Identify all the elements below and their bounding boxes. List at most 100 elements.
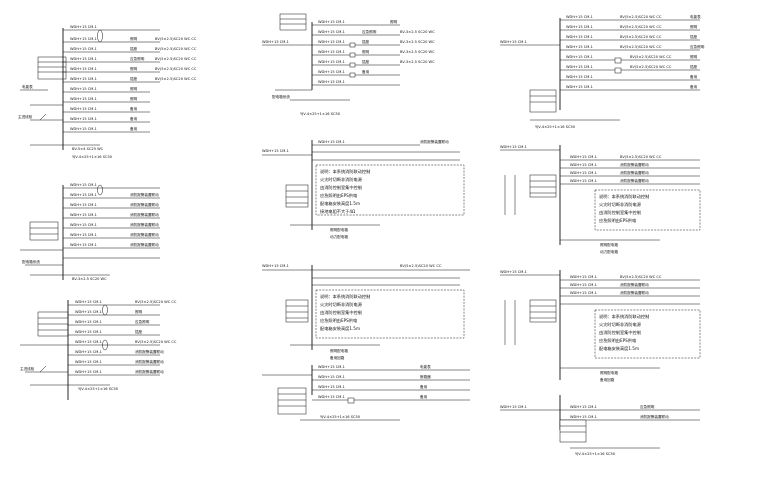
svg-text:BV(5×2.5)SC20 WC CC: BV(5×2.5)SC20 WC CC: [155, 77, 197, 81]
svg-text:WDH+15 CM-1: WDH+15 CM-1: [70, 37, 97, 41]
panel-k: WDH+15 CM-1 WDH+15 CM-1 应急照明 WDH+15 CM-1…: [500, 395, 700, 456]
svg-text:BV(5×2.5)SC20 WC CC: BV(5×2.5)SC20 WC CC: [135, 300, 177, 304]
svg-text:消防报警装置联动: 消防报警装置联动: [640, 414, 669, 419]
svg-text:WDH+15 CM-1: WDH+15 CM-1: [566, 15, 593, 19]
svg-text:照明: 照明: [135, 309, 143, 314]
svg-text:BV(5×2.5)SC20 WC CC: BV(5×2.5)SC20 WC CC: [620, 275, 662, 279]
svg-text:照明: 照明: [362, 49, 370, 54]
svg-text:WDH+15 CM-1: WDH+15 CM-1: [570, 275, 597, 279]
svg-text:WDH+15 CM-1: WDH+15 CM-1: [318, 70, 345, 74]
svg-text:消防报警装置联动: 消防报警装置联动: [620, 290, 649, 295]
svg-text:插座: 插座: [130, 46, 138, 51]
svg-text:WDH+15 CM-1: WDH+15 CM-1: [75, 360, 102, 364]
svg-text:动力配电箱: 动力配电箱: [330, 234, 348, 239]
svg-text:照明: 照明: [130, 86, 138, 91]
svg-text:备用回路: 备用回路: [330, 355, 345, 360]
svg-text:WDH+15 CM-1: WDH+15 CM-1: [500, 270, 527, 274]
svg-text:动力配电箱: 动力配电箱: [600, 249, 618, 254]
svg-text:照明: 照明: [130, 66, 138, 71]
svg-text:WDH+15 CM-1: WDH+15 CM-1: [70, 213, 97, 217]
panel-a-circuits: [63, 29, 160, 133]
svg-text:WDH+15 CM-1: WDH+15 CM-1: [570, 163, 597, 167]
svg-text:WDH+15 CM-1: WDH+15 CM-1: [70, 127, 97, 131]
svg-text:BV(5×2.5)SC20 WC CC: BV(5×2.5)SC20 WC CC: [155, 37, 197, 41]
panel-c: WDH+15 CM-1 BV(5×2.5)SC20 WC CC WDH+15 C…: [20, 300, 177, 400]
svg-text:BV(5×2.5)SC20 WC CC: BV(5×2.5)SC20 WC CC: [135, 340, 177, 344]
note-box-f: [315, 289, 465, 339]
svg-text:WDH+15 CM-1: WDH+15 CM-1: [500, 145, 527, 149]
svg-text:BV(5×2.5)SC20 WC CC: BV(5×2.5)SC20 WC CC: [155, 47, 197, 51]
svg-text:消防报警装置联动: 消防报警装置联动: [130, 212, 159, 217]
svg-text:WDH+15 CM-1: WDH+15 CM-1: [570, 179, 597, 183]
svg-text:说明：本系统消防联动控制: 说明：本系统消防联动控制: [599, 313, 649, 320]
svg-text:WDH+15 CM-1: WDH+15 CM-1: [70, 203, 97, 207]
panel-i: 说明：本系统消防联动控制 火灾时切断非消防电源 由消防控制室集中控制 应急照明由…: [500, 145, 701, 254]
panel-a-feeder: WDH+15 CM-1: [70, 25, 97, 29]
svg-text:火灾时切断非消防电源: 火灾时切断非消防电源: [320, 176, 363, 183]
svg-text:说明：本系统消防联动控制: 说明：本系统消防联动控制: [320, 293, 370, 300]
svg-text:WDH+15 CM-1: WDH+15 CM-1: [70, 47, 97, 51]
svg-text:配电箱安装高度1.5m: 配电箱安装高度1.5m: [320, 325, 360, 332]
svg-text:WDH+15 CM-1: WDH+15 CM-1: [318, 385, 345, 389]
svg-text:由消防控制室集中控制: 由消防控制室集中控制: [599, 329, 641, 336]
svg-text:WDH+15 CM-1: WDH+15 CM-1: [70, 193, 97, 197]
svg-text:WDH+15 CM-1: WDH+15 CM-1: [262, 264, 289, 268]
panel-d: WDH+15 CM-1 照明 WDH+15 CM-1 应急照明 BV-3×2.5…: [262, 13, 435, 116]
svg-text:火灾时切断非消防电源: 火灾时切断非消防电源: [320, 301, 363, 308]
svg-text:YJV-4×25+1×16 SC50: YJV-4×25+1×16 SC50: [320, 415, 361, 419]
svg-text:WDH+15 CM-1: WDH+15 CM-1: [75, 300, 102, 304]
svg-text:WDH+15 CM-1: WDH+15 CM-1: [318, 140, 345, 144]
svg-text:照明配电箱: 照明配电箱: [600, 242, 618, 247]
svg-text:BV(5×2.5)SC20 WC CC: BV(5×2.5)SC20 WC CC: [620, 35, 662, 39]
panel-j: 说明：本系统消防联动控制 火灾时切断非消防电源 由消防控制室集中控制 应急照明由…: [500, 270, 701, 382]
svg-text:插座: 插座: [362, 59, 370, 64]
svg-text:WDH+15 CM-1: WDH+15 CM-1: [570, 155, 597, 159]
svg-text:应急照明: 应急照明: [130, 56, 145, 61]
svg-text:WDH+15 CM-1: WDH+15 CM-1: [75, 350, 102, 354]
svg-text:消防报警装置联动: 消防报警装置联动: [130, 232, 159, 237]
svg-text:照明: 照明: [690, 54, 698, 59]
svg-text:照明: 照明: [390, 19, 398, 24]
svg-text:插座: 插座: [362, 39, 370, 44]
svg-text:照明: 照明: [130, 36, 138, 41]
svg-text:BV(5×2.5)SC20 WC CC: BV(5×2.5)SC20 WC CC: [155, 67, 197, 71]
svg-text:WDH+15 CM-1: WDH+15 CM-1: [70, 77, 97, 81]
svg-text:消防报警装置联动: 消防报警装置联动: [130, 202, 159, 207]
panel-g: WDH+15 CM-1 电能表 WDH+15 CM-1 断路器 WDH+15 C…: [262, 364, 470, 421]
svg-text:BV(5×2.5)SC20 WC CC: BV(5×2.5)SC20 WC CC: [630, 65, 672, 69]
svg-text:备用: 备用: [130, 116, 138, 121]
svg-text:消防报警装置联动: 消防报警装置联动: [130, 222, 159, 227]
panel-e: 说明：本系统消防联动控制 火灾时切断非消防电源 由消防控制室集中控制 应急照明由…: [262, 139, 465, 239]
svg-text:WDH+15 CM-1: WDH+15 CM-1: [566, 65, 593, 69]
svg-text:BV-3×2.5 SC20 WC: BV-3×2.5 SC20 WC: [400, 50, 435, 54]
panel-b: WDH+15 CM-1 WDH+15 CM-1 消防报警装置联动 WDH+15 …: [20, 183, 160, 281]
svg-text:BV-5×4 SC25 WC: BV-5×4 SC25 WC: [72, 147, 104, 151]
svg-text:BV(5×2.5)SC20 WC CC: BV(5×2.5)SC20 WC CC: [620, 45, 662, 49]
svg-text:WDH+15 CM-1: WDH+15 CM-1: [500, 405, 527, 409]
svg-text:WDH+15 CM-1: WDH+15 CM-1: [70, 107, 97, 111]
svg-text:应急照明: 应急照明: [640, 404, 655, 409]
svg-text:应急照明由EPS供电: 应急照明由EPS供电: [320, 192, 358, 199]
svg-text:消防报警装置联动: 消防报警装置联动: [135, 359, 164, 364]
svg-text:BV-3×2.5 SC20 WC: BV-3×2.5 SC20 WC: [72, 277, 107, 281]
svg-text:说明：本系统消防联动控制: 说明：本系统消防联动控制: [599, 193, 649, 200]
svg-text:YJV-4×25+1×16 SC50: YJV-4×25+1×16 SC50: [535, 125, 576, 129]
svg-text:由消防控制室集中控制: 由消防控制室集中控制: [320, 309, 362, 316]
svg-text:BV-3×2.5 SC20 WC: BV-3×2.5 SC20 WC: [400, 40, 435, 44]
svg-text:电能表: 电能表: [690, 14, 701, 19]
svg-text:WDH+15 CM-1: WDH+15 CM-1: [75, 340, 102, 344]
svg-text:WDH+15 CM-1: WDH+15 CM-1: [570, 171, 597, 175]
svg-text:WDH+15 CM-1: WDH+15 CM-1: [318, 80, 345, 84]
note-box-i: [594, 189, 701, 231]
svg-text:由消防控制室集中控制: 由消防控制室集中控制: [320, 184, 362, 191]
svg-text:WDH+15 CM-1: WDH+15 CM-1: [70, 117, 97, 121]
svg-text:消防报警装置联动: 消防报警装置联动: [130, 192, 159, 197]
svg-text:应急照明由EPS供电: 应急照明由EPS供电: [599, 337, 637, 344]
panel-a: WDH+15 CM-1 WDH+15 CM-1 照明 BV(5×2.5)SC20…: [18, 25, 197, 159]
svg-text:BV(5×2.5)SC20 WC CC: BV(5×2.5)SC20 WC CC: [400, 264, 442, 268]
svg-text:WDH+15 CM-1: WDH+15 CM-1: [318, 395, 345, 399]
svg-text:消防报警装置联动: 消防报警装置联动: [135, 369, 164, 374]
svg-text:配电箱系统: 配电箱系统: [22, 259, 40, 264]
svg-text:YJV-4×25+1×16 SC50: YJV-4×25+1×16 SC50: [72, 155, 113, 159]
